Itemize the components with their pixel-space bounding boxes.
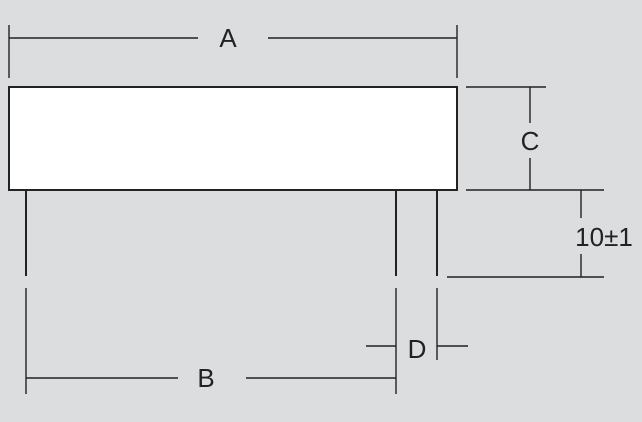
label-b: B: [197, 363, 214, 393]
label-lead-length: 10±1: [575, 222, 633, 252]
label-c: C: [521, 126, 540, 156]
label-a: A: [219, 23, 237, 53]
label-d: D: [408, 334, 427, 364]
component-body: [8, 86, 458, 191]
